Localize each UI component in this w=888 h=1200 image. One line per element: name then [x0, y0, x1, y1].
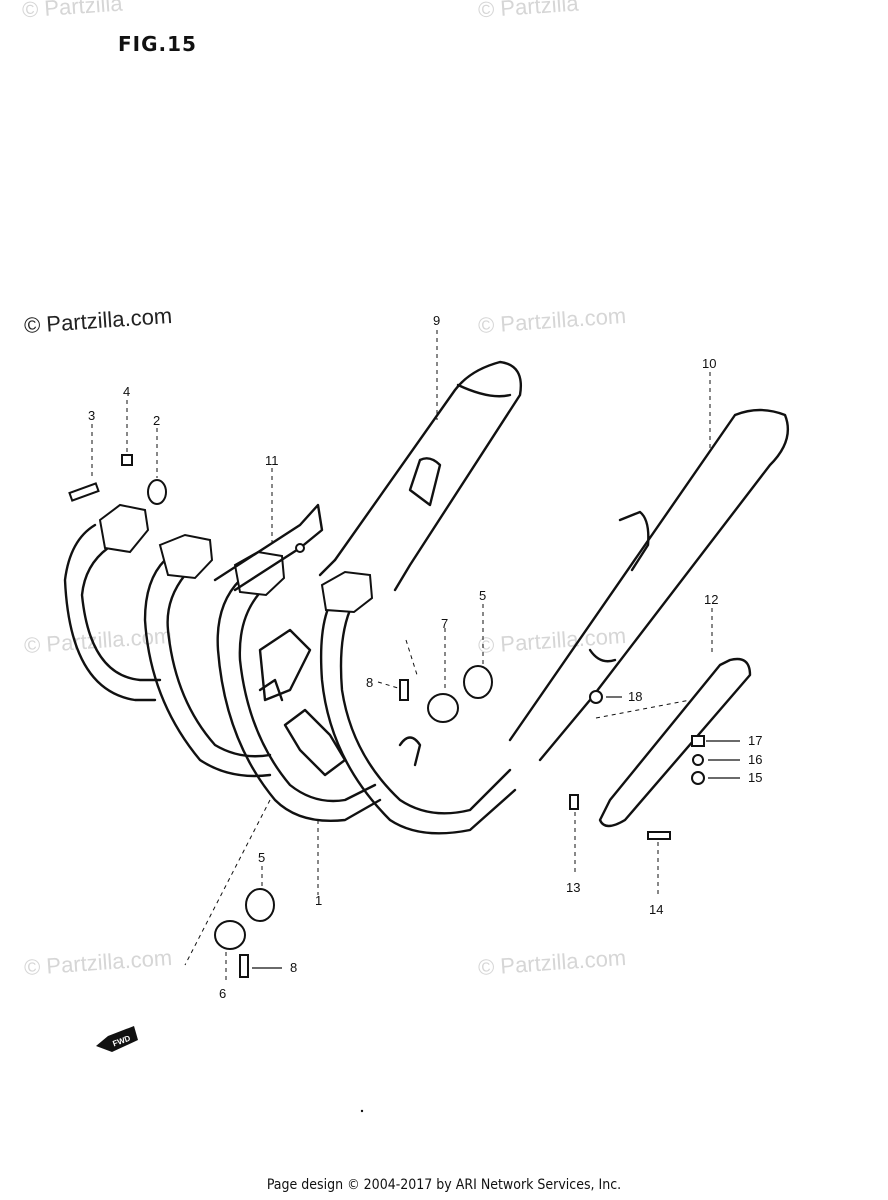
- label-part-12: 12: [704, 592, 718, 607]
- clamp-7-upper: [427, 693, 459, 723]
- bracket-11: [213, 503, 324, 592]
- bracket-13: [569, 794, 579, 810]
- clamp-6-lower: [214, 920, 246, 950]
- bolt-3: [68, 482, 100, 502]
- forward-arrow-icon: FWD: [96, 1026, 138, 1052]
- label-part-13: 13: [566, 880, 580, 895]
- label-part-11: 11: [265, 453, 279, 468]
- label-part-15: 15: [748, 770, 762, 785]
- label-part-18: 18: [628, 689, 642, 704]
- exhaust-pipe-1: [63, 503, 162, 702]
- label-part-6: 6: [219, 986, 226, 1001]
- figure-title: FIG.15: [118, 32, 197, 56]
- label-part-5-upper: 5: [479, 588, 486, 603]
- nut-4: [121, 454, 133, 466]
- label-part-8-lower: 8: [290, 960, 297, 975]
- exhaust-pipe-4: [319, 570, 517, 835]
- heat-shield-12: [598, 657, 752, 828]
- collar-5-upper: [463, 665, 493, 699]
- stray-dot: [360, 1109, 364, 1113]
- label-part-10: 10: [702, 356, 716, 371]
- label-part-14: 14: [649, 902, 663, 917]
- muffler-left: [318, 360, 522, 592]
- page-footer: Page design © 2004-2017 by ARI Network S…: [266, 1177, 622, 1193]
- bolt-8-upper: [399, 679, 409, 701]
- label-part-16: 16: [748, 752, 762, 767]
- exhaust-pipe-2: [143, 533, 272, 778]
- bolt-14: [647, 831, 671, 840]
- label-part-1: 1: [315, 893, 322, 908]
- bolt-8-lower: [239, 954, 249, 978]
- label-part-8-upper: 8: [366, 675, 373, 690]
- collar-5-lower: [245, 888, 275, 922]
- crossover-pipes: [258, 628, 422, 777]
- nut-17: [691, 735, 705, 747]
- label-part-3: 3: [88, 408, 95, 423]
- label-part-2: 2: [153, 413, 160, 428]
- label-part-5-lower: 5: [258, 850, 265, 865]
- label-part-4: 4: [123, 384, 130, 399]
- gasket-2: [147, 479, 167, 505]
- muffler-right: [508, 408, 790, 762]
- washer-16: [692, 754, 704, 766]
- leader-lines: [91, 330, 740, 980]
- washer-18: [589, 690, 603, 704]
- bolt-15: [691, 771, 705, 785]
- label-part-17: 17: [748, 733, 762, 748]
- label-part-9: 9: [433, 313, 440, 328]
- label-part-7: 7: [441, 616, 448, 631]
